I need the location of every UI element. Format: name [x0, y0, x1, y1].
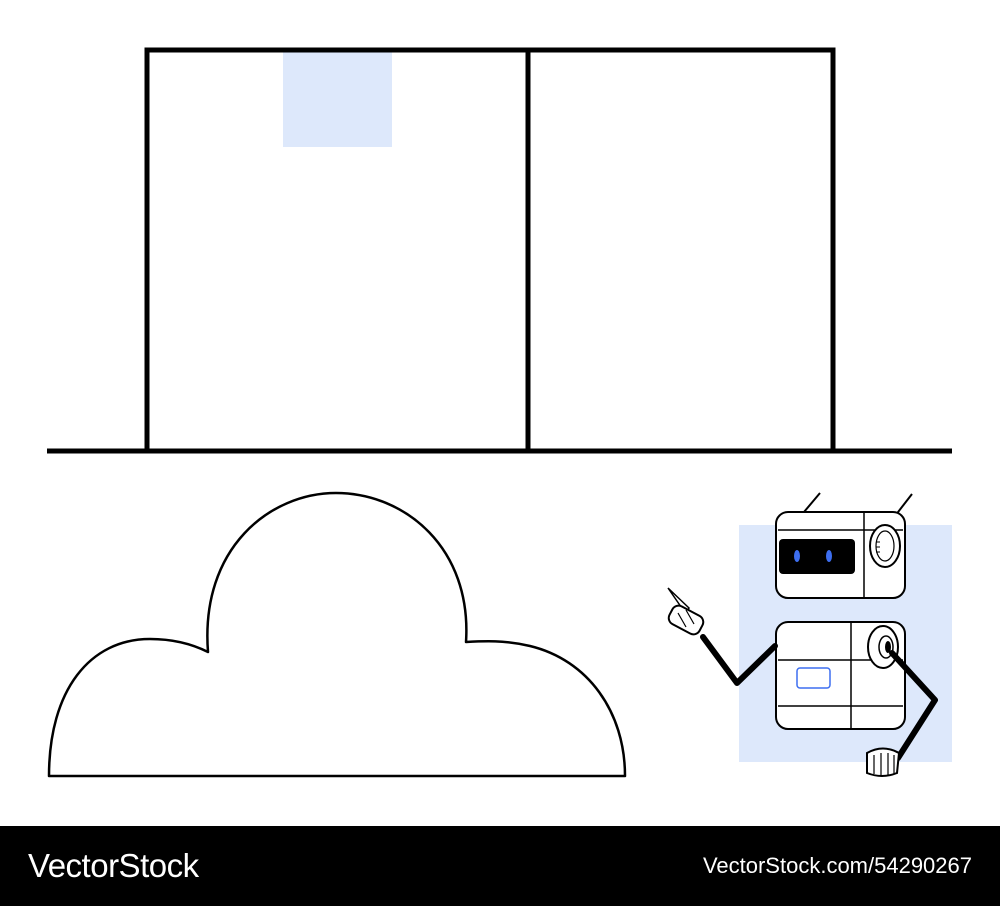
robot-eye-left — [794, 550, 800, 562]
robot-hand-pointing — [667, 587, 705, 636]
robot-hand-lower — [866, 747, 901, 777]
stock-id: VectorStock.com/54290267 — [702, 853, 972, 878]
robot-chest-panel — [796, 667, 831, 689]
brand-name: VectorStock — [28, 847, 199, 884]
robot-icon — [667, 492, 952, 777]
robot-head — [775, 511, 906, 599]
robot-visor — [779, 539, 855, 574]
robot-body — [775, 621, 906, 730]
watermark-footer: VectorStock VectorStock.com/54290267 — [0, 826, 1000, 906]
robot-arm-right — [889, 650, 938, 761]
box-icon — [144, 47, 836, 454]
box-outline — [144, 47, 836, 454]
illustration-canvas — [47, 47, 952, 778]
robot-arm-left — [700, 634, 778, 686]
box-label-patch — [283, 48, 392, 147]
cloud-icon — [47, 491, 627, 778]
robot-antenna-left — [803, 492, 821, 513]
robot-eye-right — [826, 550, 832, 562]
